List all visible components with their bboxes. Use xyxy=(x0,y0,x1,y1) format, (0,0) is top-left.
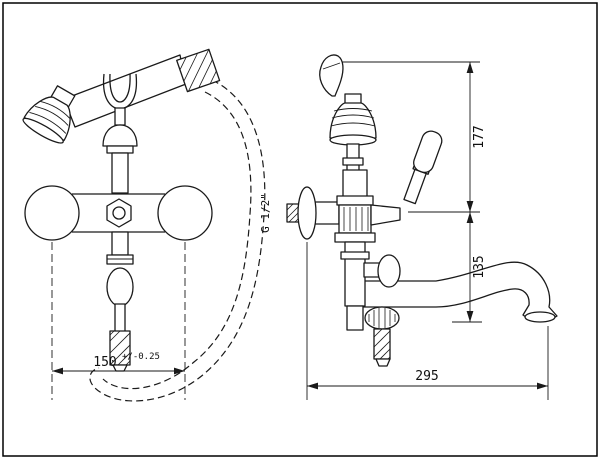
dim-135-label: 135 xyxy=(472,255,487,278)
showerhead-side xyxy=(329,93,377,146)
diverter-front xyxy=(106,231,134,333)
lever-handle-side xyxy=(370,130,443,226)
dim-177-label: 177 xyxy=(472,125,487,148)
hose-connector-side xyxy=(364,306,400,367)
dim-150-label: 150 xyxy=(93,355,116,370)
handshower-head xyxy=(22,85,76,144)
mixer-body-side xyxy=(334,143,376,331)
wall-connection xyxy=(286,186,340,240)
handshower-handle xyxy=(63,48,221,128)
handshower-handle-side xyxy=(319,54,344,97)
side-view: G 1/2" xyxy=(259,54,558,400)
thread-size-label: G 1/2" xyxy=(259,193,272,233)
dimension-150: 150 +/-0.25 xyxy=(51,242,186,400)
mixer-body-front xyxy=(24,185,213,241)
dim-150-tolerance: +/-0.25 xyxy=(122,352,160,362)
dimension-295: 295 xyxy=(306,242,549,400)
dimension-135: 135 xyxy=(452,212,487,323)
dim-295-label: 295 xyxy=(415,369,438,384)
spout-side xyxy=(361,261,558,323)
spout-outlet xyxy=(524,311,556,323)
front-view: 150 +/-0.25 xyxy=(22,48,266,402)
diverter-knob-side xyxy=(363,254,401,288)
handset-cradle xyxy=(102,73,138,194)
handle-grip xyxy=(176,48,221,93)
dimension-177: 177 xyxy=(342,61,487,213)
shower-hose xyxy=(89,79,266,402)
